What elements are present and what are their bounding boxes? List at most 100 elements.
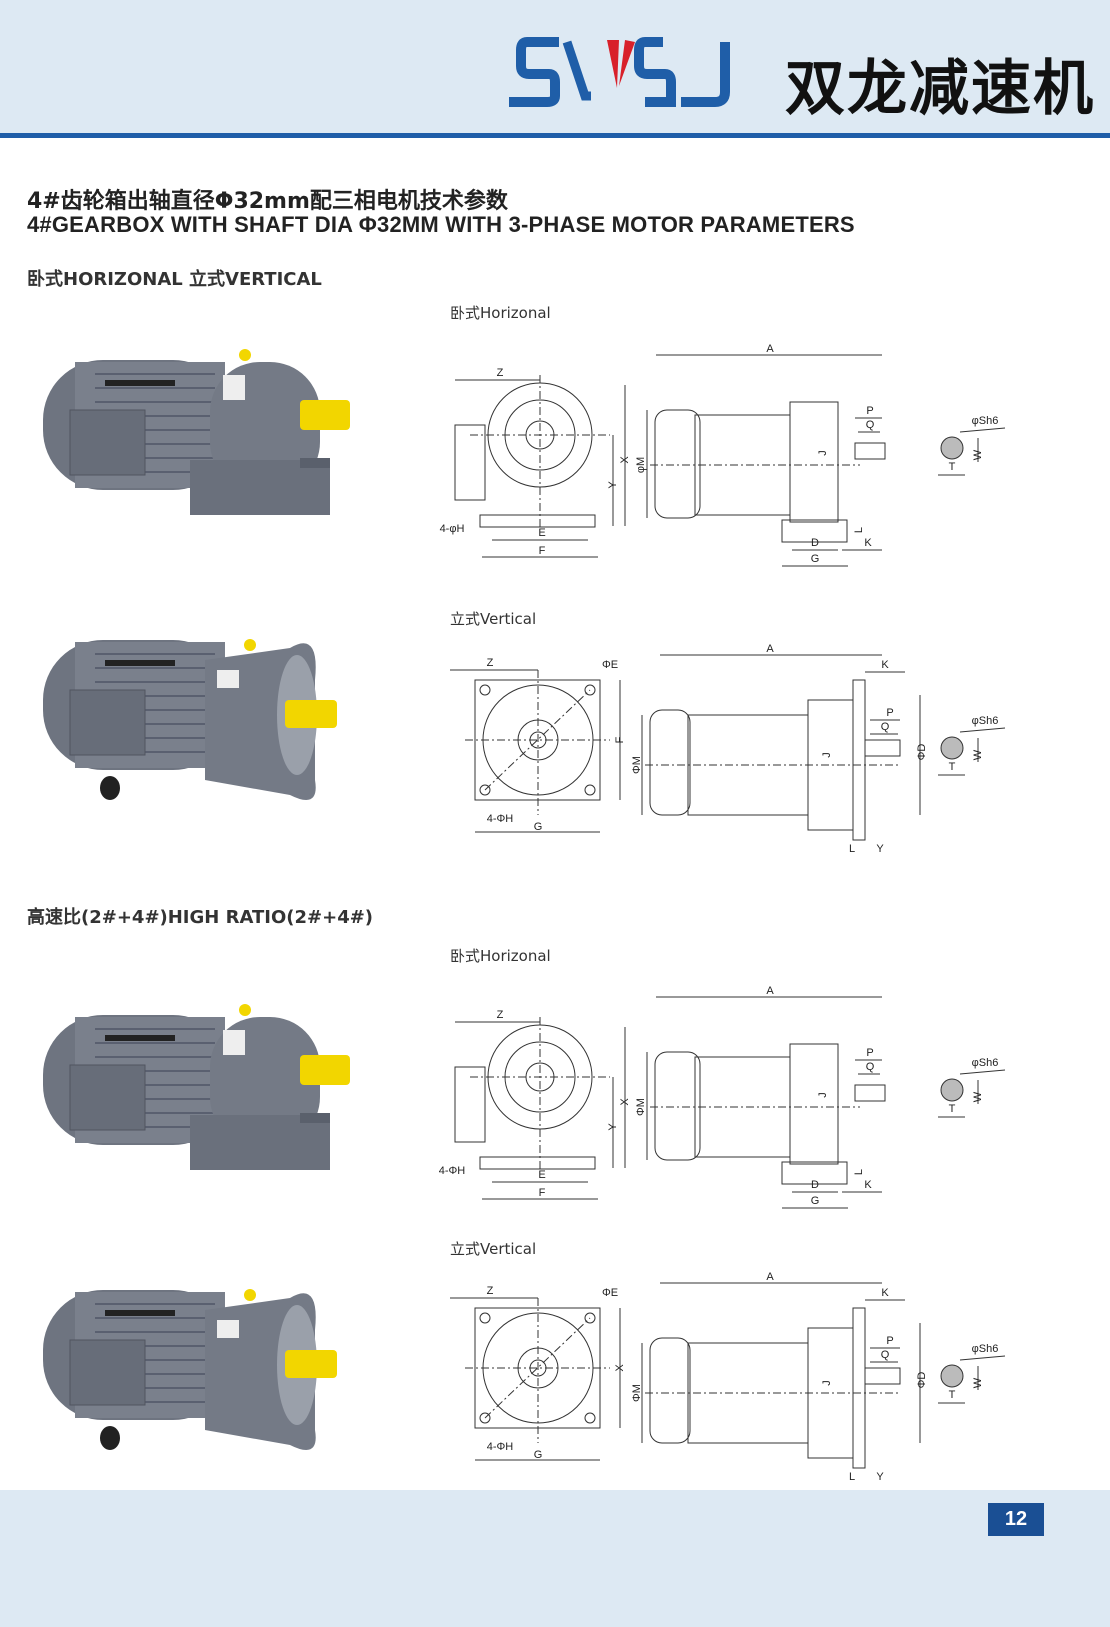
output-shaft (854, 442, 886, 460)
nameplate-strip (105, 1035, 175, 1041)
shaft-section (940, 436, 964, 460)
terminal-box (454, 1066, 486, 1143)
nameplate-strip (105, 380, 175, 386)
output-shaft (854, 1084, 886, 1102)
side-base (781, 519, 848, 543)
dimension-label: Y (876, 1471, 884, 1483)
dimension-label: J (821, 752, 833, 758)
dimension-label: Q (881, 1349, 890, 1361)
dimension-label: G (811, 553, 820, 565)
dimension-label: T (949, 1389, 956, 1401)
output-shaft (300, 1055, 350, 1085)
nameplate-strip (105, 660, 175, 666)
dimension-label: Y (607, 1123, 619, 1131)
section-heading-high-ratio: 高速比(2#+4#)HIGH RATIO(2#+4#) (27, 907, 374, 928)
dimension-label: E (538, 527, 545, 539)
diagram-caption: 立式Vertical (450, 610, 537, 628)
output-shaft (864, 739, 901, 757)
bolt-hole (479, 1312, 491, 1324)
footer-band (0, 1490, 1110, 1627)
fan-cover (654, 409, 701, 519)
label-plate (223, 375, 245, 400)
vent-plug (239, 1004, 251, 1016)
dimension-label: A (766, 985, 774, 997)
dimension-label: D (811, 537, 819, 549)
dimension-label: F (614, 736, 626, 743)
bolt-hole (479, 784, 491, 796)
dimension-label: P (886, 1335, 893, 1347)
dimension-label: Z (487, 657, 494, 669)
vent-plug (239, 349, 251, 361)
dimension-label: 4-ΦH (439, 1165, 466, 1177)
mount-flange (852, 1307, 866, 1469)
dimension-label: Q (866, 419, 875, 431)
dimension-label: ΦE (602, 659, 618, 671)
dimension-label: T (949, 461, 956, 473)
dimension-label: P (866, 405, 873, 417)
dimension-label: A (766, 1271, 774, 1283)
dimension-label: T (949, 1103, 956, 1115)
terminal-box (69, 689, 146, 756)
dimension-label: φSh6 (972, 415, 999, 427)
dimension-label: φSh6 (972, 1343, 999, 1355)
label-plate (217, 1320, 239, 1338)
dimension-label: P (886, 707, 893, 719)
dimension-label: ΦE (602, 1287, 618, 1299)
dimension-label: D (811, 1179, 819, 1191)
gear-housing (807, 1327, 854, 1459)
brand-name: 双龙减速机 (785, 54, 1095, 124)
dimension-label: A (766, 643, 774, 655)
page-number: 12 (988, 1503, 1044, 1536)
diagram-caption: 卧式Horizonal (450, 947, 551, 965)
foot-tab (300, 458, 330, 468)
base-foot (190, 1115, 330, 1170)
bolt-hole (479, 1412, 491, 1424)
dimension-label: φSh6 (972, 1057, 999, 1069)
gear-housing (807, 699, 854, 831)
dimension-label: φSh6 (972, 715, 999, 727)
page-title-en: 4#GEARBOX WITH SHAFT DIA Φ32MM WITH 3-PH… (27, 212, 855, 237)
dimension-label: Y (876, 843, 884, 855)
terminal-box (69, 409, 146, 476)
foot-tab (300, 1113, 330, 1123)
section-heading-standard: 卧式HORIZONAL 立式VERTICAL (27, 269, 322, 290)
motor-photo-vertical-high-ratio (43, 1289, 337, 1450)
dimension-label: G (534, 821, 543, 833)
outline (959, 1069, 1006, 1075)
dimension-label: E (538, 1169, 545, 1181)
dimension-label: W (972, 449, 984, 460)
output-shaft (285, 700, 337, 728)
shaft-section (940, 1364, 964, 1388)
dimension-label: G (811, 1195, 820, 1207)
bolt-hole (479, 684, 491, 696)
vent-plug (244, 1289, 256, 1301)
dimension-label: K (864, 537, 872, 549)
dimension-label: ΦM (635, 1098, 647, 1116)
bolt-hole (584, 1412, 596, 1424)
dimension-label: ΦD (916, 744, 928, 761)
fan-cover (649, 709, 691, 816)
outline (959, 1355, 1006, 1361)
dimension-label: G (534, 1449, 543, 1461)
bolt-hole (584, 684, 596, 696)
dimension-label: T (949, 761, 956, 773)
dimension-label: Z (497, 367, 504, 379)
dimension-label: X (614, 1364, 626, 1372)
gear-housing (789, 1043, 839, 1165)
shaft-section (940, 1078, 964, 1102)
dimension-label: L (853, 1169, 865, 1175)
dimension-label: ΦM (631, 1384, 643, 1402)
shaft-section (940, 736, 964, 760)
nameplate-strip (105, 1310, 175, 1316)
gear-housing (789, 401, 839, 523)
dimension-label: Z (487, 1285, 494, 1297)
output-shaft (300, 400, 350, 430)
dimension-label: J (817, 1092, 829, 1098)
mount-flange (852, 679, 866, 841)
page-title-cn: 4#齿轮箱出轴直径Φ32mm配三相电机技术参数 (27, 189, 508, 214)
side-base (781, 1161, 848, 1185)
terminal-box (454, 424, 486, 501)
dimension-label: J (817, 450, 829, 456)
